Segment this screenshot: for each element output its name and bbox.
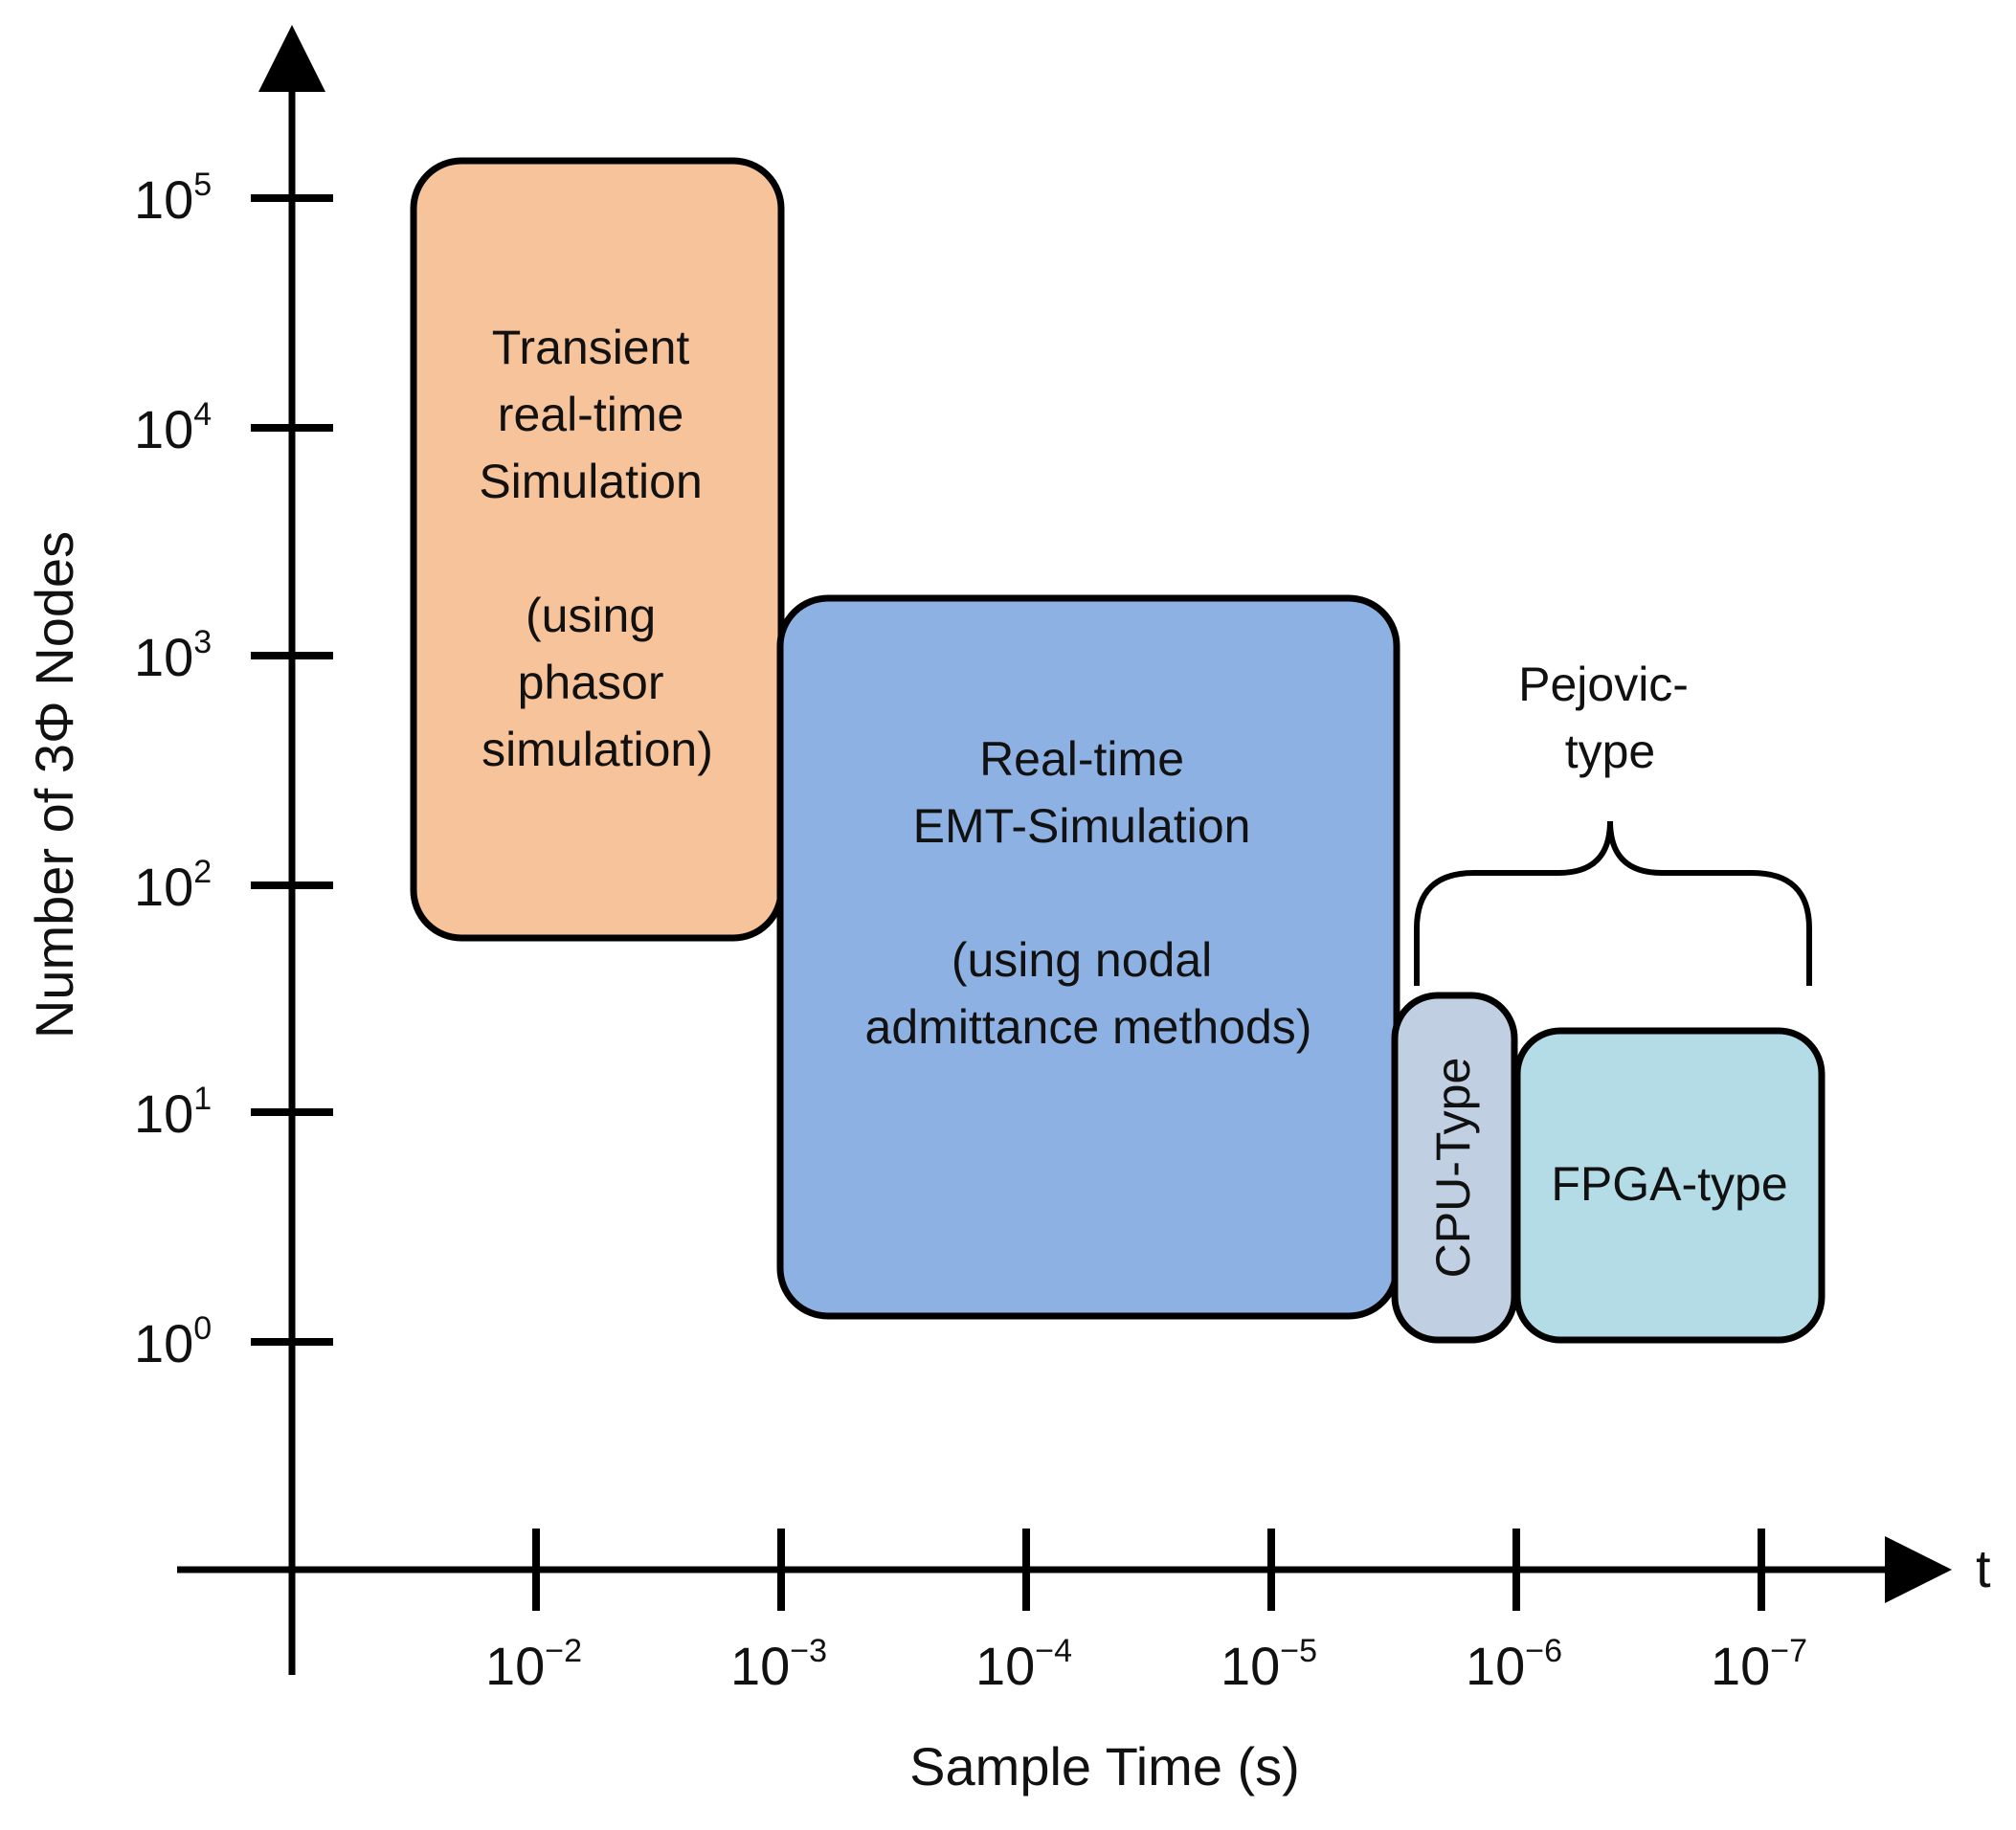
transient-simulation-label: Transient real-time Simulation (using ph…	[479, 321, 715, 776]
y-tick-label: 104	[134, 396, 212, 459]
pejovic-brace	[1414, 820, 1812, 986]
fpga-type-box	[1513, 1027, 1826, 1344]
y-tick-label: 105	[134, 167, 212, 230]
y-tick-label: 103	[134, 624, 212, 687]
x-tick-label: 10−5	[1221, 1633, 1317, 1696]
y-axis-title: Number of 3Φ Nodes	[24, 531, 84, 1038]
emt-simulation-label: Real-time EMT-Simulation (using nodal ad…	[865, 732, 1312, 1054]
x-axis-arrow-label: t	[1976, 1538, 1991, 1598]
x-ticks	[532, 1529, 1765, 1611]
cpu-type-label: CPU-Type	[1426, 1058, 1480, 1279]
fpga-type-label: FPGA-type	[1551, 1157, 1787, 1211]
emt-simulation-box	[776, 594, 1400, 1320]
pejovic-type-label: Pejovic- type	[1518, 658, 1702, 778]
y-tick-label: 102	[134, 854, 212, 917]
x-tick-label: 10−7	[1711, 1633, 1807, 1696]
x-tick-label: 10−4	[975, 1633, 1072, 1696]
x-tick-label: 10−6	[1466, 1633, 1562, 1696]
y-tick-label: 101	[134, 1081, 212, 1144]
x-tick-label: 10−3	[730, 1633, 827, 1696]
y-tick-label: 100	[134, 1310, 212, 1373]
x-axis-title: Sample Time (s)	[909, 1736, 1300, 1797]
x-tick-label: 10−2	[485, 1633, 582, 1696]
transient-simulation-box	[410, 157, 785, 942]
y-ticks	[251, 194, 333, 1346]
